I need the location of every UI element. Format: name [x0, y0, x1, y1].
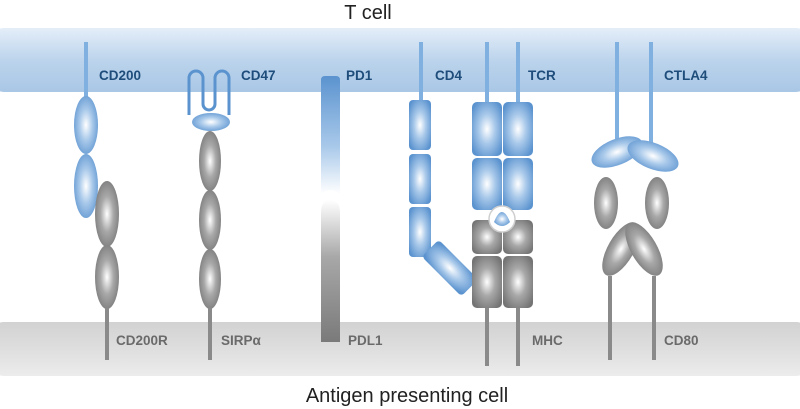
cd200-domain	[74, 154, 98, 218]
cd4-domain	[409, 100, 431, 150]
pd1-domain	[321, 76, 340, 194]
cd4-domain	[409, 207, 431, 257]
sirpa-domain	[199, 249, 221, 309]
ctla4-cd80-complex	[591, 42, 679, 360]
cd200-cd200r-pair	[74, 42, 119, 360]
cd200r-label: CD200R	[116, 333, 168, 348]
sirpa-label: SIRPα	[221, 333, 262, 348]
tcr-label: TCR	[528, 68, 556, 83]
peptide-antigen	[494, 212, 510, 226]
sirpa-domain	[199, 131, 221, 191]
t-cell-membrane	[0, 28, 800, 92]
tcr-domain	[472, 102, 502, 156]
cd47-label: CD47	[241, 68, 276, 83]
cd80-label: CD80	[664, 333, 699, 348]
cd4-domain	[423, 241, 477, 295]
cd47-transmembrane-loops	[187, 69, 231, 115]
cd80-domain	[625, 222, 663, 276]
t-cell-label: T cell	[344, 2, 391, 24]
cd47-sirpa-pair	[187, 69, 231, 360]
cd200r-domain	[95, 245, 119, 309]
tcr-domain	[472, 158, 502, 210]
cd4-label: CD4	[435, 68, 462, 83]
mhc-domain	[472, 256, 502, 308]
tcr-mhc-complex	[472, 42, 533, 366]
cd4-domain	[409, 154, 431, 204]
ctla4-label: CTLA4	[664, 68, 708, 83]
cd80-domain	[645, 177, 669, 229]
mhc-domain	[503, 256, 533, 308]
cd4-coreceptor	[409, 42, 477, 295]
mhc-label: MHC	[532, 333, 563, 348]
pdl1-domain	[321, 200, 340, 342]
cd47-domain	[192, 113, 230, 131]
apc-label: Antigen presenting cell	[306, 385, 508, 407]
cd80-domain	[594, 177, 618, 229]
pd1-pdl1-pair	[321, 76, 340, 342]
cd200-domain	[74, 96, 98, 154]
pdl1-label: PDL1	[348, 333, 383, 348]
pd1-label: PD1	[346, 68, 373, 83]
apc-membrane	[0, 322, 800, 376]
sirpa-domain	[199, 190, 221, 250]
cd200r-domain	[95, 181, 119, 247]
tcr-domain	[503, 102, 533, 156]
ctla4-domain	[627, 140, 679, 172]
tcr-domain	[503, 158, 533, 210]
cd200-label: CD200	[99, 68, 141, 83]
